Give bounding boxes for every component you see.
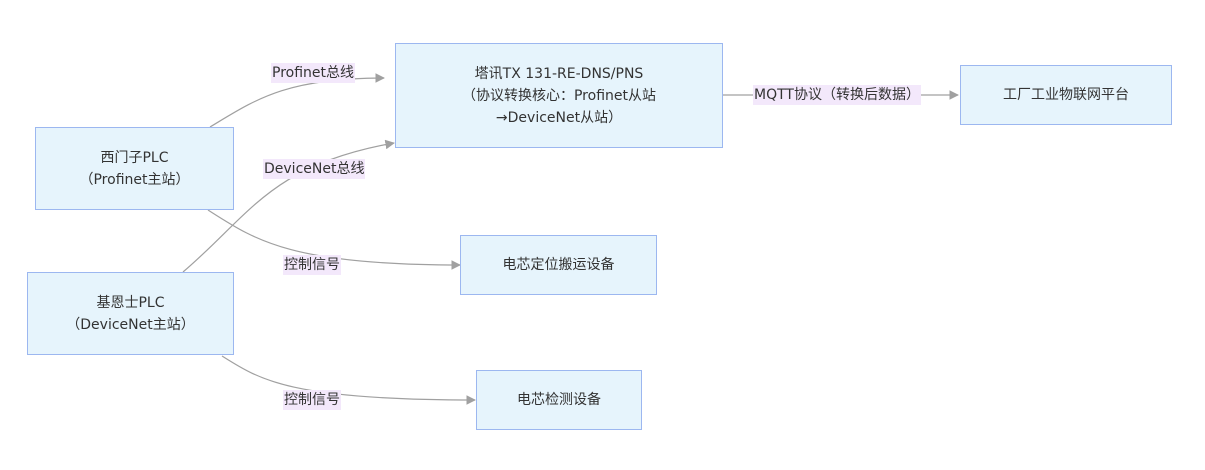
gateway-description-cont: →DeviceNet从站）	[495, 109, 623, 126]
iot-platform-node: 工厂工业物联网平台	[960, 65, 1172, 125]
edge-siemens-to-transport	[207, 209, 461, 270]
transport-device-node: 电芯定位搬运设备	[460, 235, 657, 295]
edge-siemens-to-gateway	[209, 73, 385, 128]
edge-label-devicenet-bus: DeviceNet总线	[263, 159, 366, 179]
keyence-plc-node: 基恩士PLC （DeviceNet主站）	[27, 272, 234, 355]
gateway-description: （协议转换核心：Profinet从站	[461, 87, 656, 104]
edge-label-profinet-bus: Profinet总线	[271, 63, 356, 83]
siemens-plc-role: （Profinet主站）	[79, 171, 190, 188]
siemens-plc-node: 西门子PLC （Profinet主站）	[35, 127, 234, 210]
iot-platform-label: 工厂工业物联网平台	[1003, 87, 1129, 103]
edge-label-control-signal-transport: 控制信号	[283, 255, 341, 275]
keyence-plc-title: 基恩士PLC	[96, 294, 165, 311]
gateway-node: 塔讯TX 131-RE-DNS/PNS （协议转换核心：Profinet从站 →…	[395, 43, 723, 148]
transport-device-label: 电芯定位搬运设备	[502, 257, 615, 273]
edge-label-control-signal-inspection: 控制信号	[283, 390, 341, 410]
edge-keyence-to-gateway	[182, 139, 395, 273]
inspection-device-node: 电芯检测设备	[476, 370, 642, 430]
inspection-device-label: 电芯检测设备	[517, 392, 601, 408]
edge-label-mqtt: MQTT协议（转换后数据）	[753, 85, 921, 105]
edge-keyence-to-inspection	[221, 355, 476, 405]
keyence-plc-role: （DeviceNet主站）	[66, 316, 195, 333]
siemens-plc-title: 西门子PLC	[100, 149, 169, 166]
gateway-title: 塔讯TX 131-RE-DNS/PNS	[474, 65, 644, 82]
